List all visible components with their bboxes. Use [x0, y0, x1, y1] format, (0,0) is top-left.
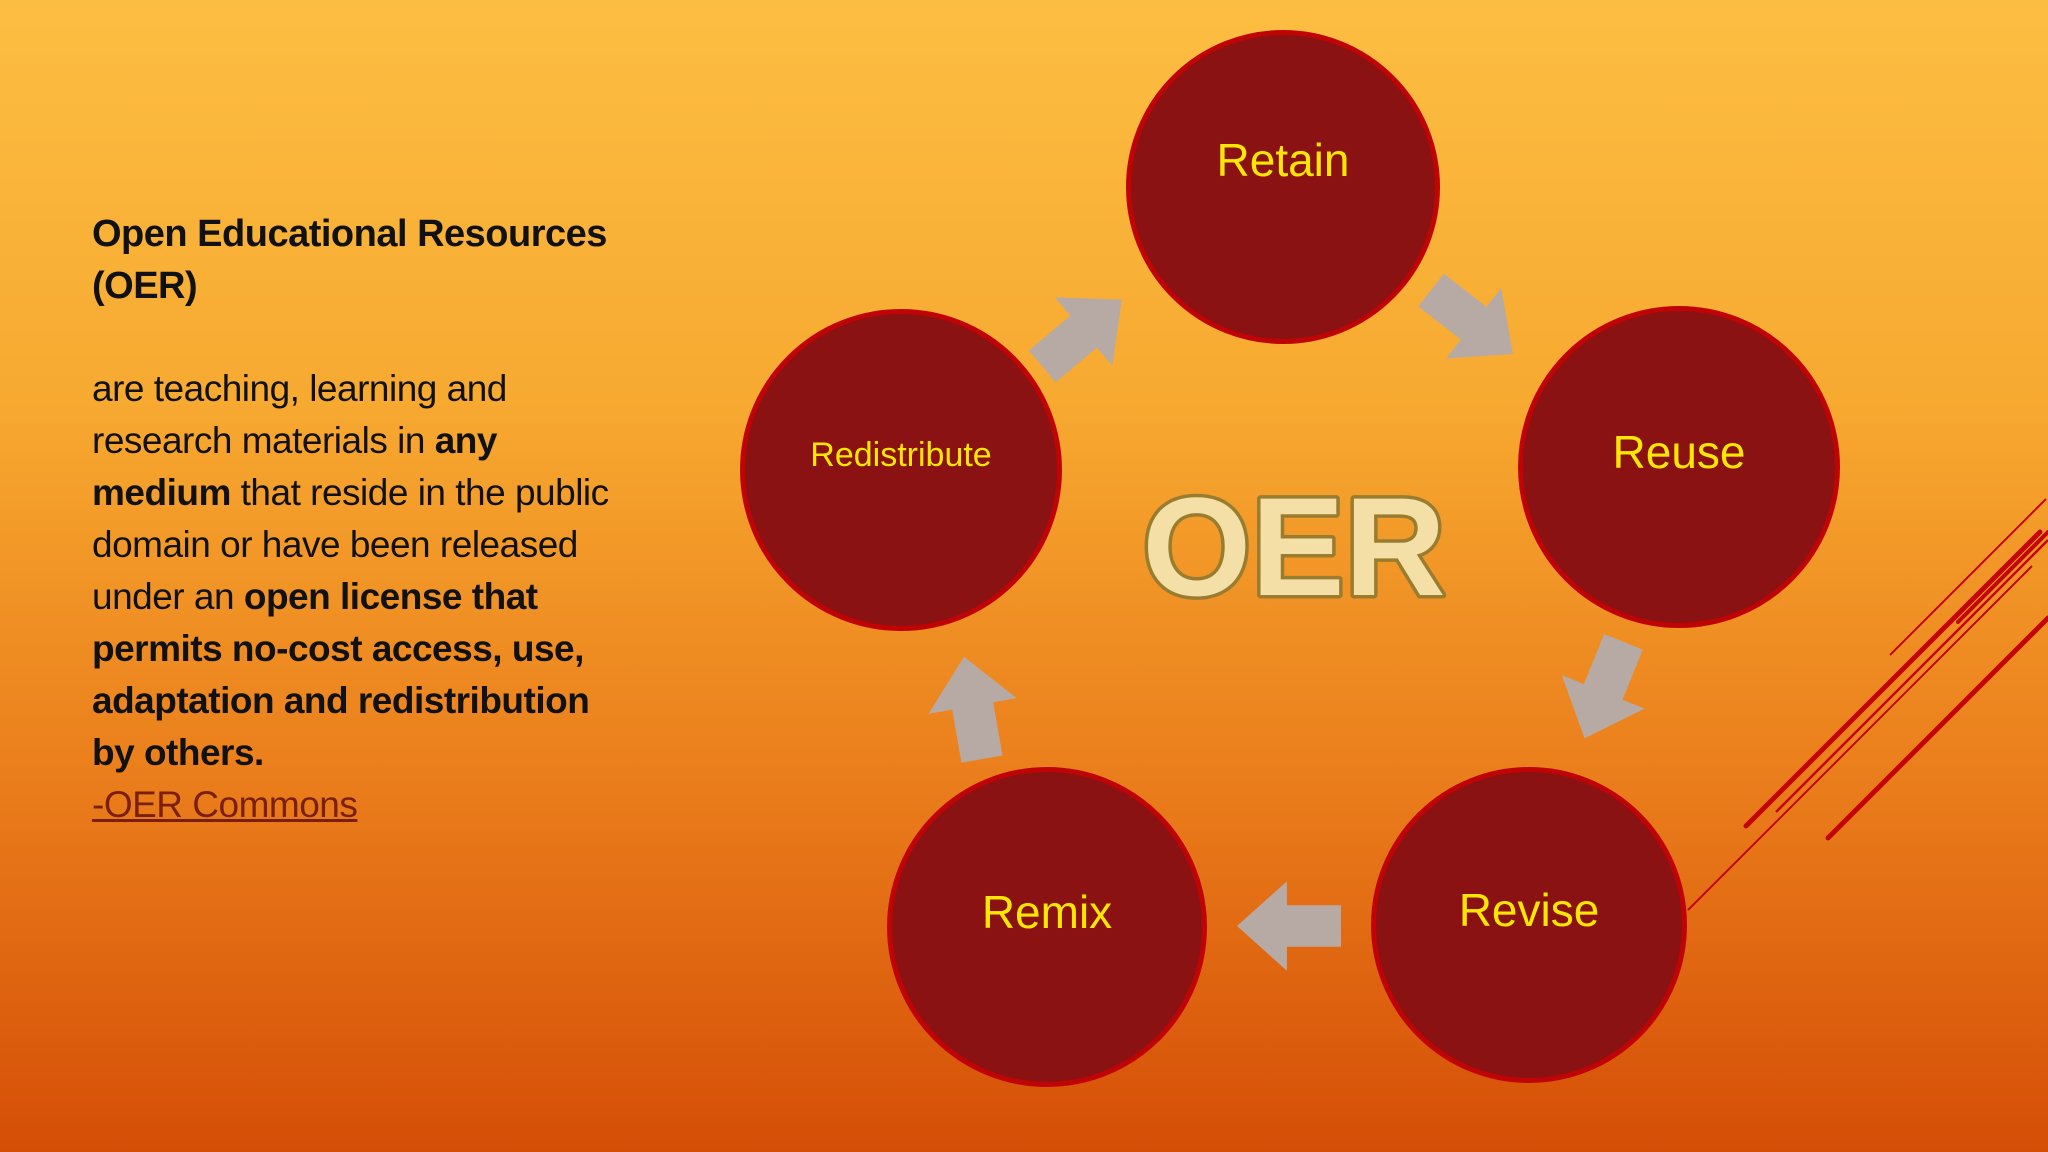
decorative-diagonal-lines: [1687, 498, 2048, 911]
definition-paragraph: are teaching, learning and research mater…: [92, 363, 692, 779]
cycle-node-label: Retain: [1216, 134, 1350, 186]
cycle-node-label: Reuse: [1612, 426, 1746, 478]
attribution-link[interactable]: -OER Commons: [92, 784, 358, 825]
arrow-down-right-icon: [1418, 273, 1513, 359]
definition-line: are teaching, learning and: [92, 363, 692, 415]
arrow-left-icon: [1237, 881, 1341, 971]
definition-segment: permits no-cost access, use,: [92, 628, 584, 669]
definition-text-block: Open Educational Resources (OER) are tea…: [92, 208, 692, 831]
definition-line: medium that reside in the public: [92, 467, 692, 519]
definition-segment: any: [434, 420, 498, 461]
cycle-node-revise: Revise: [1371, 767, 1687, 1083]
slide-title-line: (OER): [92, 265, 198, 307]
center-label-text: OER: [1142, 468, 1445, 625]
definition-segment: by others.: [92, 732, 264, 773]
definition-line: domain or have been released: [92, 519, 692, 571]
definition-line: by others.: [92, 727, 692, 779]
arrow-up-icon: [928, 656, 1017, 763]
slide-title-line: Open Educational Resources: [92, 213, 607, 255]
definition-line: permits no-cost access, use,: [92, 623, 692, 675]
arrow-down-icon: [1561, 633, 1645, 739]
definition-segment: research materials in: [92, 420, 435, 461]
definition-segment: under an: [92, 576, 244, 617]
definition-segment: medium: [92, 472, 231, 513]
definition-segment: open license that: [243, 576, 538, 617]
definition-segment: adaptation and redistribution: [92, 680, 590, 721]
definition-segment: that reside in the public: [230, 472, 610, 513]
cycle-node-label: Redistribute: [810, 435, 992, 474]
definition-segment: domain or have been released: [92, 524, 578, 565]
cycle-node-label: Revise: [1458, 884, 1600, 936]
definition-segment: are teaching, learning and: [92, 368, 507, 409]
cycle-node-retain: Retain: [1126, 30, 1440, 344]
cycle-node-label: Remix: [981, 886, 1113, 938]
cycle-node-redistribute: Redistribute: [740, 309, 1062, 631]
arrow-up-right-icon: [1028, 297, 1122, 383]
definition-line: adaptation and redistribution: [92, 675, 692, 727]
cycle-node-remix: Remix: [887, 767, 1207, 1087]
slide-title: Open Educational Resources (OER): [92, 208, 692, 312]
definition-line: research materials in any: [92, 415, 692, 467]
diagram-center-label: OER: [1139, 465, 1449, 629]
cycle-node-reuse: Reuse: [1518, 306, 1840, 628]
definition-line: under an open license that: [92, 571, 692, 623]
